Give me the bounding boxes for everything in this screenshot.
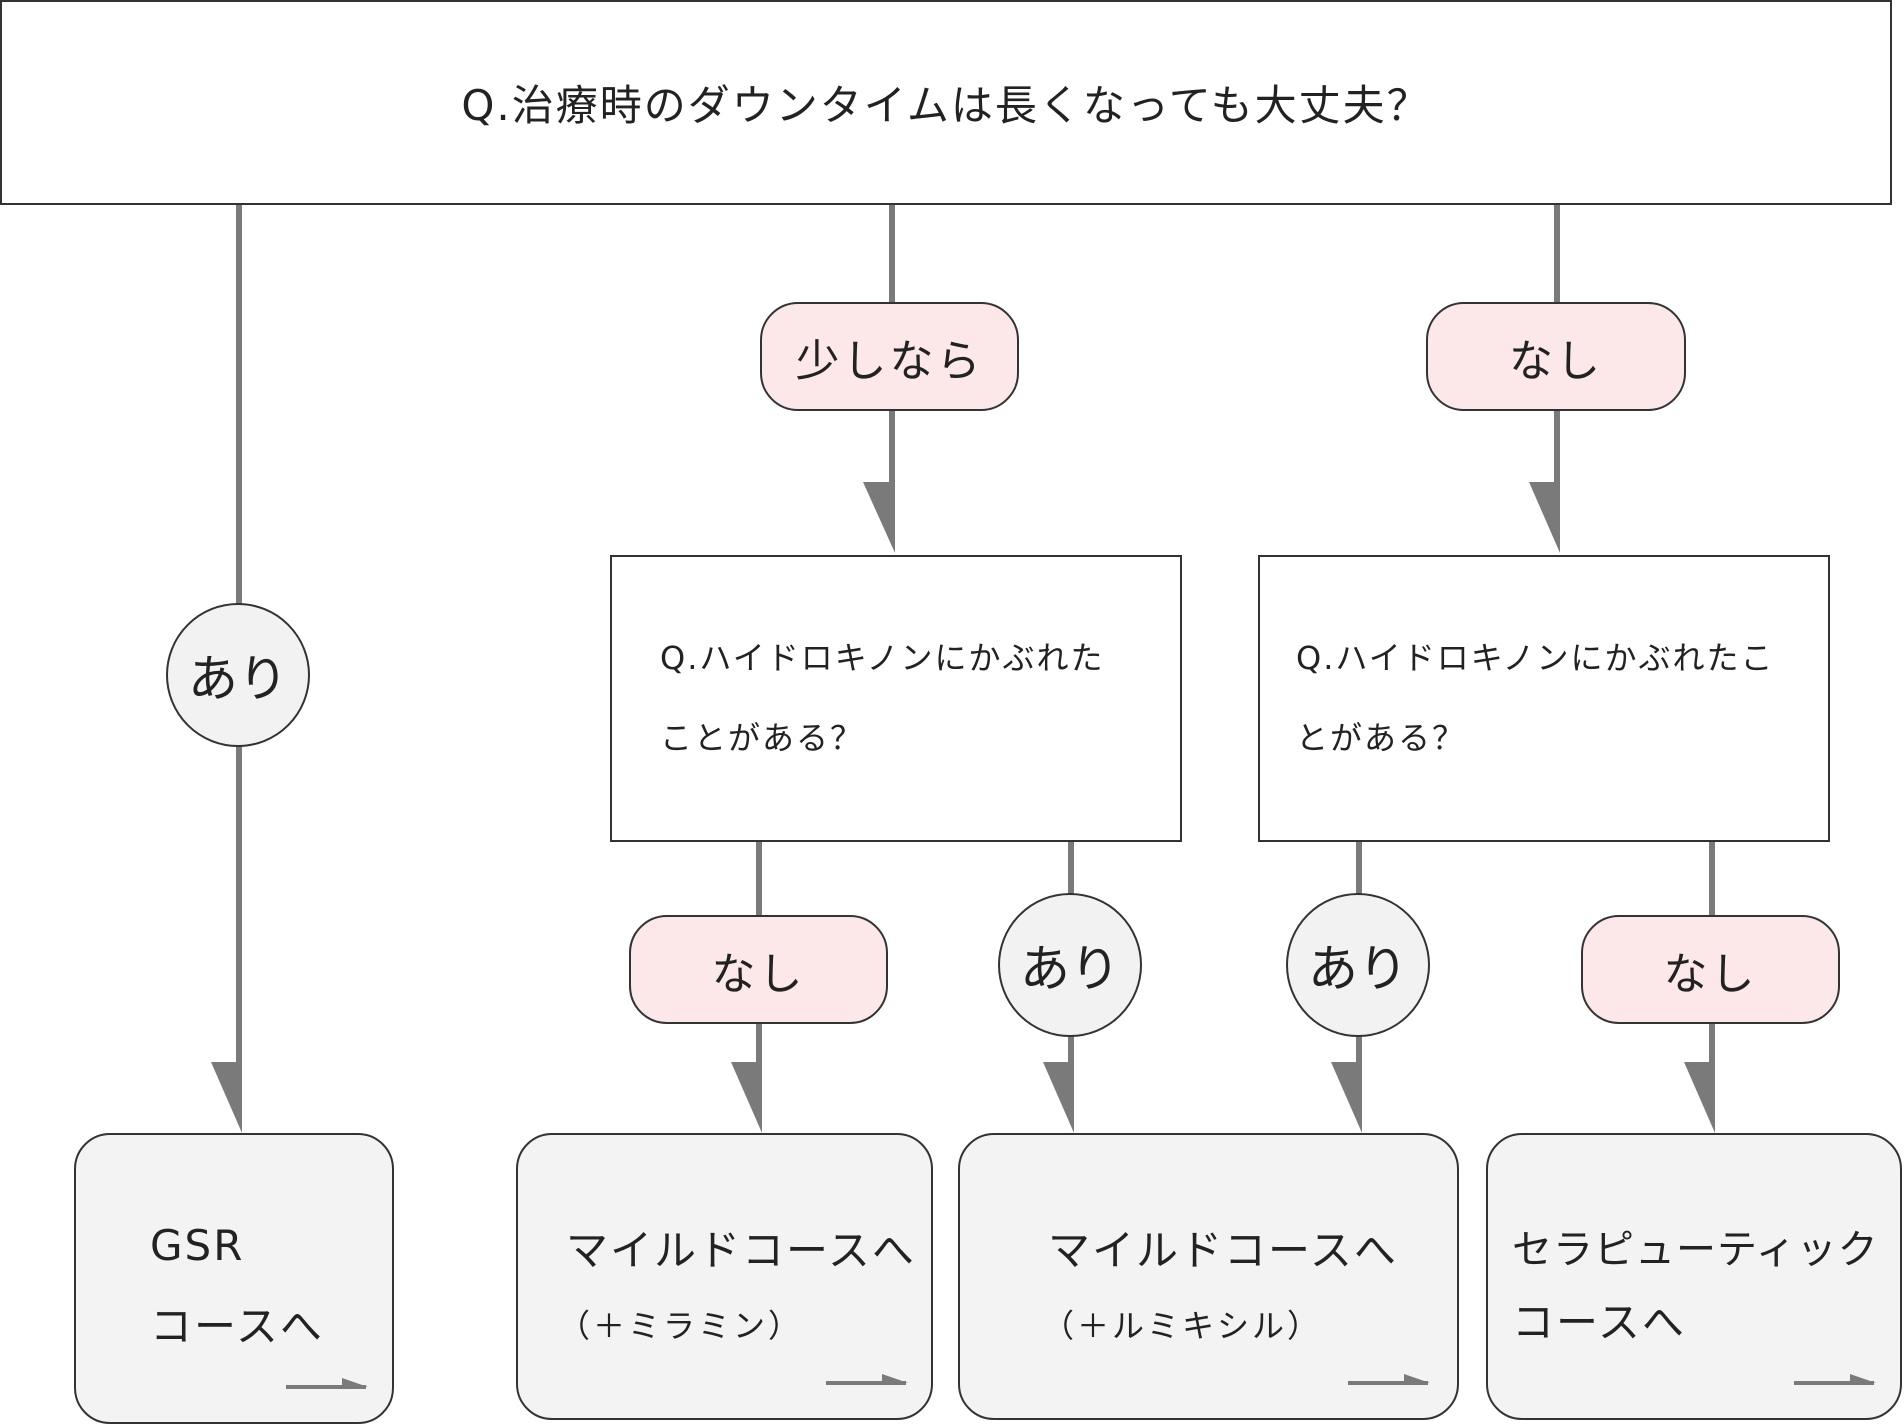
sub-question-right-line1: Q.ハイドロキノンにかぶれたこ	[1296, 639, 1775, 677]
sub-branch-left-yes: あり	[998, 893, 1142, 1037]
arrowhead	[1043, 1062, 1074, 1133]
result-card-therapeutic-line1: セラピューティック	[1512, 1227, 1879, 1273]
corner-arrow-icon	[1794, 1374, 1876, 1385]
corner-arrow-icon	[1348, 1374, 1430, 1385]
sub-branch-right-no: なし	[1581, 915, 1840, 1024]
result-card-gsr: GSR コースへ	[74, 1133, 394, 1424]
arrowhead	[863, 482, 895, 553]
top-question-text: Q.治療時のダウンタイムは長くなっても大丈夫？	[461, 81, 1431, 130]
result-card-mild-miramin-line2: （＋ミラミン）	[558, 1307, 804, 1345]
top-question-box: Q.治療時のダウンタイムは長くなっても大丈夫？	[0, 0, 1892, 205]
sub-question-box-right: Q.ハイドロキノンにかぶれたこ とがある？	[1258, 555, 1830, 842]
sub-question-left-line1: Q.ハイドロキノンにかぶれた	[660, 639, 1105, 677]
arrowhead	[1331, 1062, 1362, 1133]
corner-arrow-icon	[286, 1378, 368, 1389]
sub-branch-left-no: なし	[629, 915, 888, 1024]
sub-question-box-left: Q.ハイドロキノンにかぶれた ことがある？	[610, 555, 1182, 842]
result-card-mild-miramin: マイルドコースへ （＋ミラミン）	[516, 1133, 933, 1420]
result-card-therapeutic-line2: コースへ	[1512, 1298, 1686, 1347]
branch-label-no: なし	[1426, 302, 1686, 411]
sub-question-right-line2: とがある？	[1296, 719, 1467, 757]
branch-label-yes: あり	[166, 603, 310, 747]
sub-branch-right-yes: あり	[1286, 893, 1430, 1037]
result-card-mild-lumixyl-line1: マイルドコースへ	[1048, 1226, 1398, 1275]
result-card-mild-miramin-line1: マイルドコースへ	[566, 1226, 916, 1275]
result-card-therapeutic: セラピューティック コースへ	[1486, 1133, 1902, 1420]
arrowhead	[1529, 482, 1560, 553]
sub-question-left-line2: ことがある？	[660, 719, 865, 757]
corner-arrow-icon	[826, 1374, 908, 1385]
branch-label-a-little: 少しなら	[760, 302, 1019, 411]
result-card-mild-lumixyl: マイルドコースへ （＋ルミキシル）	[958, 1133, 1459, 1420]
arrowhead	[1684, 1062, 1715, 1133]
result-card-gsr-line2: コースへ	[150, 1302, 324, 1351]
arrowhead	[731, 1062, 762, 1133]
result-card-mild-lumixyl-line2: （＋ルミキシル）	[1042, 1307, 1323, 1345]
result-card-gsr-line1: GSR	[150, 1221, 245, 1270]
arrowhead	[211, 1062, 242, 1133]
